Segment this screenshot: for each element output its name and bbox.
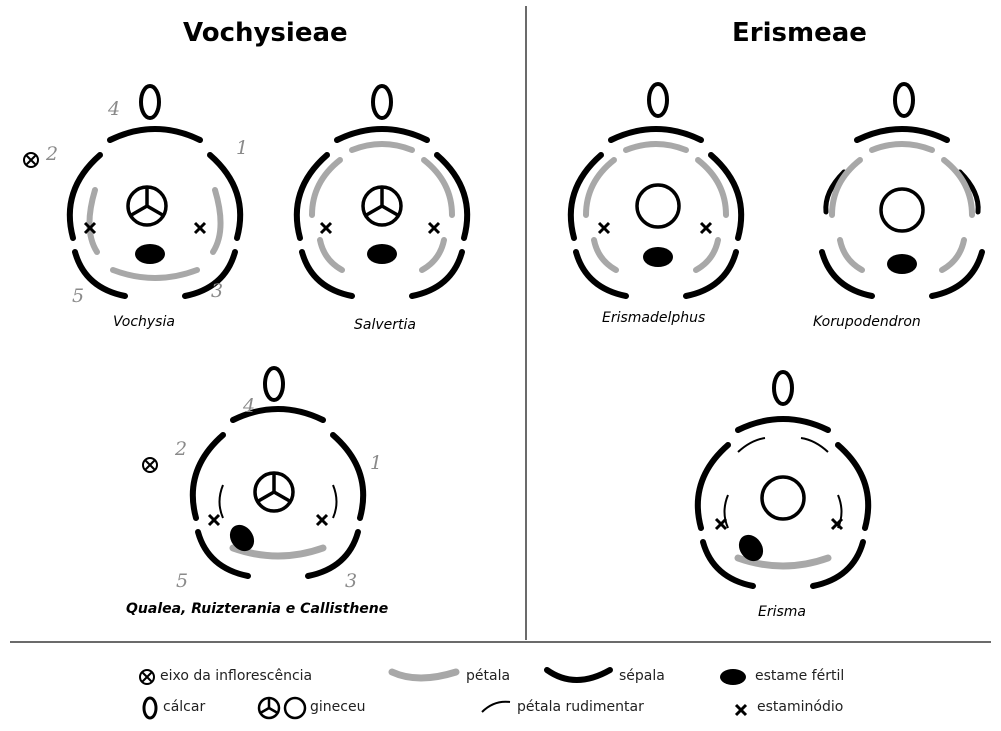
vochysia-num-5: 5	[72, 285, 84, 307]
qualea-num-3: 3	[345, 570, 357, 592]
diagram-erisma	[698, 372, 868, 586]
legend-gynoecium-label: gineceu	[310, 699, 365, 715]
diagram-vochysia	[70, 86, 240, 296]
legend-staminode-label: estaminódio	[757, 699, 843, 715]
legend-stamen-label: estame fértil	[755, 668, 844, 684]
legend-axis-label: eixo da inflorescência	[160, 668, 312, 684]
label-erismadelphus: Erismadelphus	[602, 310, 705, 326]
legend-stamen-icon	[720, 669, 746, 685]
legend-staminode-icon	[736, 705, 746, 715]
legend-axis-icon	[140, 670, 154, 684]
label-korupodendron: Korupodendron	[813, 314, 921, 330]
qualea-num-1: 1	[370, 452, 382, 474]
diagram-salvertia	[297, 86, 467, 296]
legend-gynoecium-trimer-icon	[259, 698, 279, 718]
legend-spur-label: cálcar	[163, 699, 205, 715]
label-qualea-group: Qualea, Ruizterania e Callisthene	[126, 601, 388, 617]
label-salvertia: Salvertia	[354, 317, 416, 333]
legend-sepal-label: sépala	[619, 668, 665, 684]
qualea-num-2: 2	[175, 438, 187, 460]
legend-petal-label: pétala	[466, 668, 510, 684]
legend-gynoecium-ring-icon	[285, 698, 305, 718]
diagram-korupodendron	[822, 84, 982, 296]
legend-spur-icon	[144, 698, 156, 718]
diagram-erismadelphus	[571, 84, 741, 296]
axis-icon-qualea	[143, 458, 157, 472]
axis-icon-vochysia	[24, 153, 38, 167]
vochysia-num-1: 1	[236, 137, 248, 159]
qualea-num-4: 4	[243, 395, 255, 417]
label-erisma: Erisma	[758, 604, 806, 620]
legend-sepal-icon	[547, 670, 610, 680]
legend-rudimentary-label: pétala rudimentar	[517, 699, 644, 715]
qualea-num-5: 5	[176, 570, 188, 592]
legend-rudimentary-icon	[482, 702, 510, 712]
label-vochysia: Vochysia	[113, 314, 175, 330]
diagram-qualea	[193, 368, 363, 576]
vochysia-num-2: 2	[46, 143, 58, 165]
vochysia-num-3: 3	[211, 280, 223, 302]
vochysia-num-4: 4	[108, 98, 120, 120]
legend-petal-icon	[392, 672, 456, 678]
